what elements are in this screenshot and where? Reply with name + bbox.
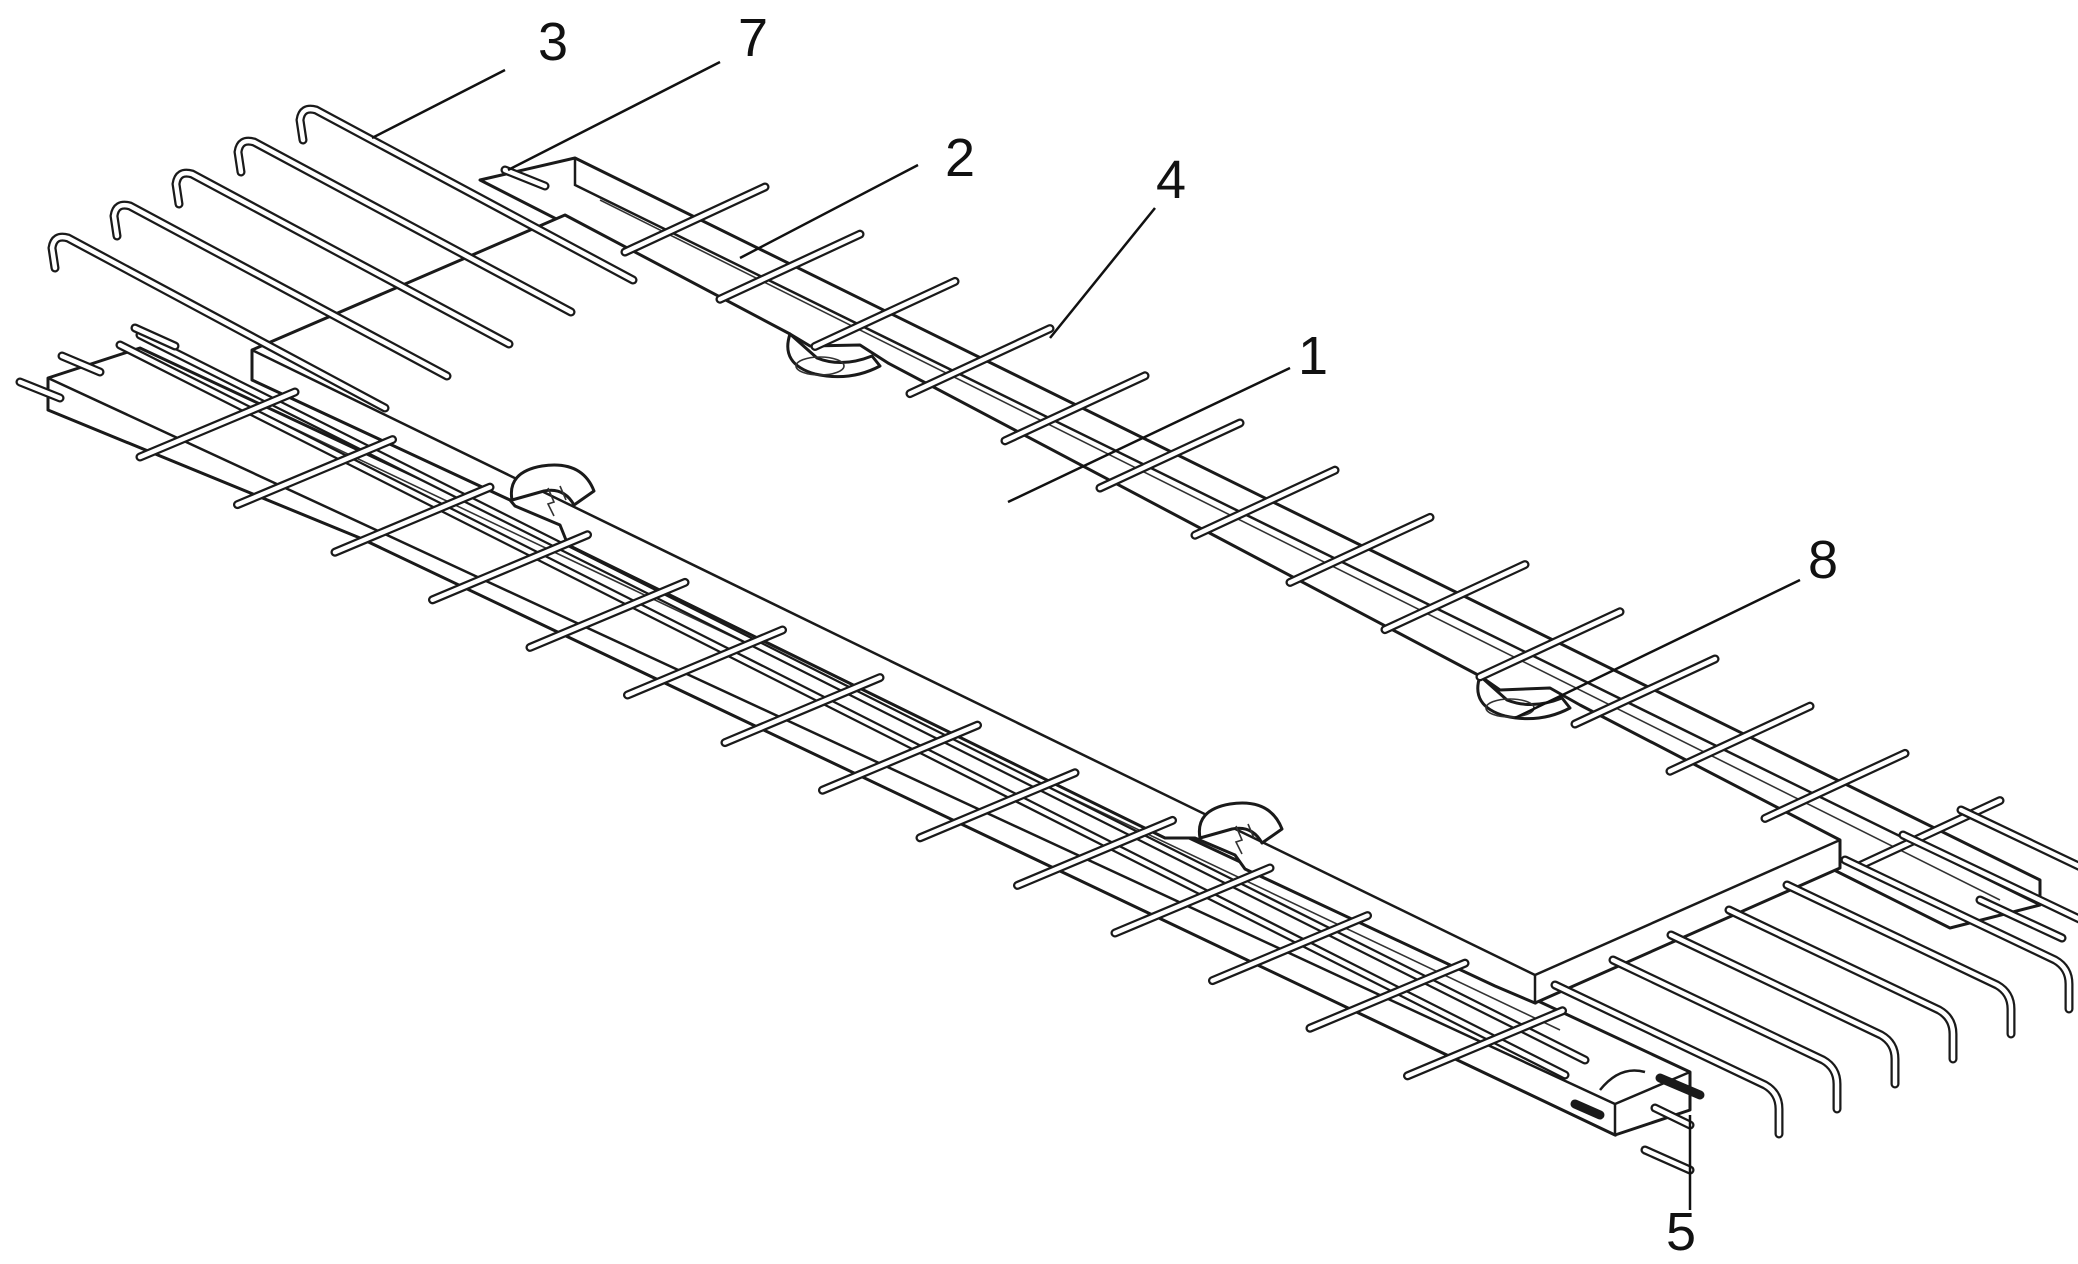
right-hooked-bar <box>1724 905 1958 1064</box>
left-hooked-bar <box>171 168 514 349</box>
front-transverse-bar <box>428 530 592 605</box>
rear-transverse-bar <box>1855 796 2005 871</box>
rear-transverse-bar <box>715 229 865 304</box>
leader-8 <box>1514 578 1801 720</box>
front-transverse-bar <box>1013 815 1177 890</box>
front-transverse-bar <box>135 387 300 462</box>
leader-2 <box>739 163 919 260</box>
slab-notch-front-left <box>509 463 596 517</box>
leader-lines <box>371 60 1801 1210</box>
right-hooked-bar <box>1608 955 1842 1114</box>
label-5: 5 <box>1666 1202 1696 1262</box>
rear-transverse-bar <box>620 182 770 257</box>
callout-labels: 3 7 2 4 1 8 5 <box>538 8 1838 1262</box>
right-hooked-bar <box>1666 930 1900 1089</box>
rear-transverse-bar <box>810 276 960 351</box>
leader-1 <box>1007 366 1291 504</box>
front-transverse-bar <box>1208 911 1372 986</box>
rear-transverse-bar <box>1380 560 1530 635</box>
label-2: 2 <box>945 128 975 188</box>
leader-7 <box>507 60 721 172</box>
right-hooked-bar <box>1782 880 2016 1039</box>
left-hooked-bar <box>47 232 390 413</box>
right-hooked-bar <box>1550 980 1784 1139</box>
front-longitudinal-bars <box>115 330 1590 1080</box>
label-1: 1 <box>1298 326 1328 386</box>
rear-transverse-bar <box>1285 512 1435 587</box>
left-hooked-bar <box>295 104 638 285</box>
front-transverse-bar <box>233 435 397 510</box>
rear-transverse-bar <box>905 324 1055 399</box>
front-transverse-bars <box>135 387 1567 1081</box>
rear-transverse-bar <box>1570 654 1720 729</box>
left-end-hooked-bars <box>47 104 638 413</box>
slab-notch-rear-left <box>786 332 882 379</box>
leader-3 <box>371 68 506 140</box>
rear-transverse-bars <box>620 182 2005 871</box>
front-transverse-bar <box>915 768 1080 843</box>
leader-4 <box>1049 207 1156 339</box>
front-transverse-bar <box>623 625 787 700</box>
front-transverse-bar <box>1110 863 1275 938</box>
front-transverse-bar <box>720 673 885 748</box>
label-3: 3 <box>538 12 568 72</box>
label-7: 7 <box>738 8 768 68</box>
front-transverse-bar <box>1305 958 1470 1033</box>
rear-transverse-bar <box>1000 371 1150 446</box>
right-end-hooked-bars <box>1550 805 2078 1139</box>
rear-transverse-bar <box>1475 607 1625 682</box>
front-transverse-bar <box>330 482 495 557</box>
left-hooked-bar <box>109 200 452 381</box>
front-transverse-bar <box>525 577 690 652</box>
front-transverse-bar <box>1403 1006 1567 1081</box>
right-hooked-bar <box>1840 855 2074 1014</box>
label-4: 4 <box>1156 150 1186 210</box>
rear-transverse-bar <box>1665 701 1815 776</box>
main-precast-slab <box>250 213 1842 1005</box>
front-transverse-bar <box>818 720 982 795</box>
rear-transverse-bar <box>1760 748 1910 823</box>
label-8: 8 <box>1808 530 1838 590</box>
rear-transverse-bar <box>1190 465 1340 540</box>
rear-transverse-bar <box>1095 418 1245 493</box>
slab-notch-front-right <box>1197 801 1284 855</box>
protruding-bar-ends <box>15 165 2067 1175</box>
left-hooked-bar <box>233 136 576 317</box>
